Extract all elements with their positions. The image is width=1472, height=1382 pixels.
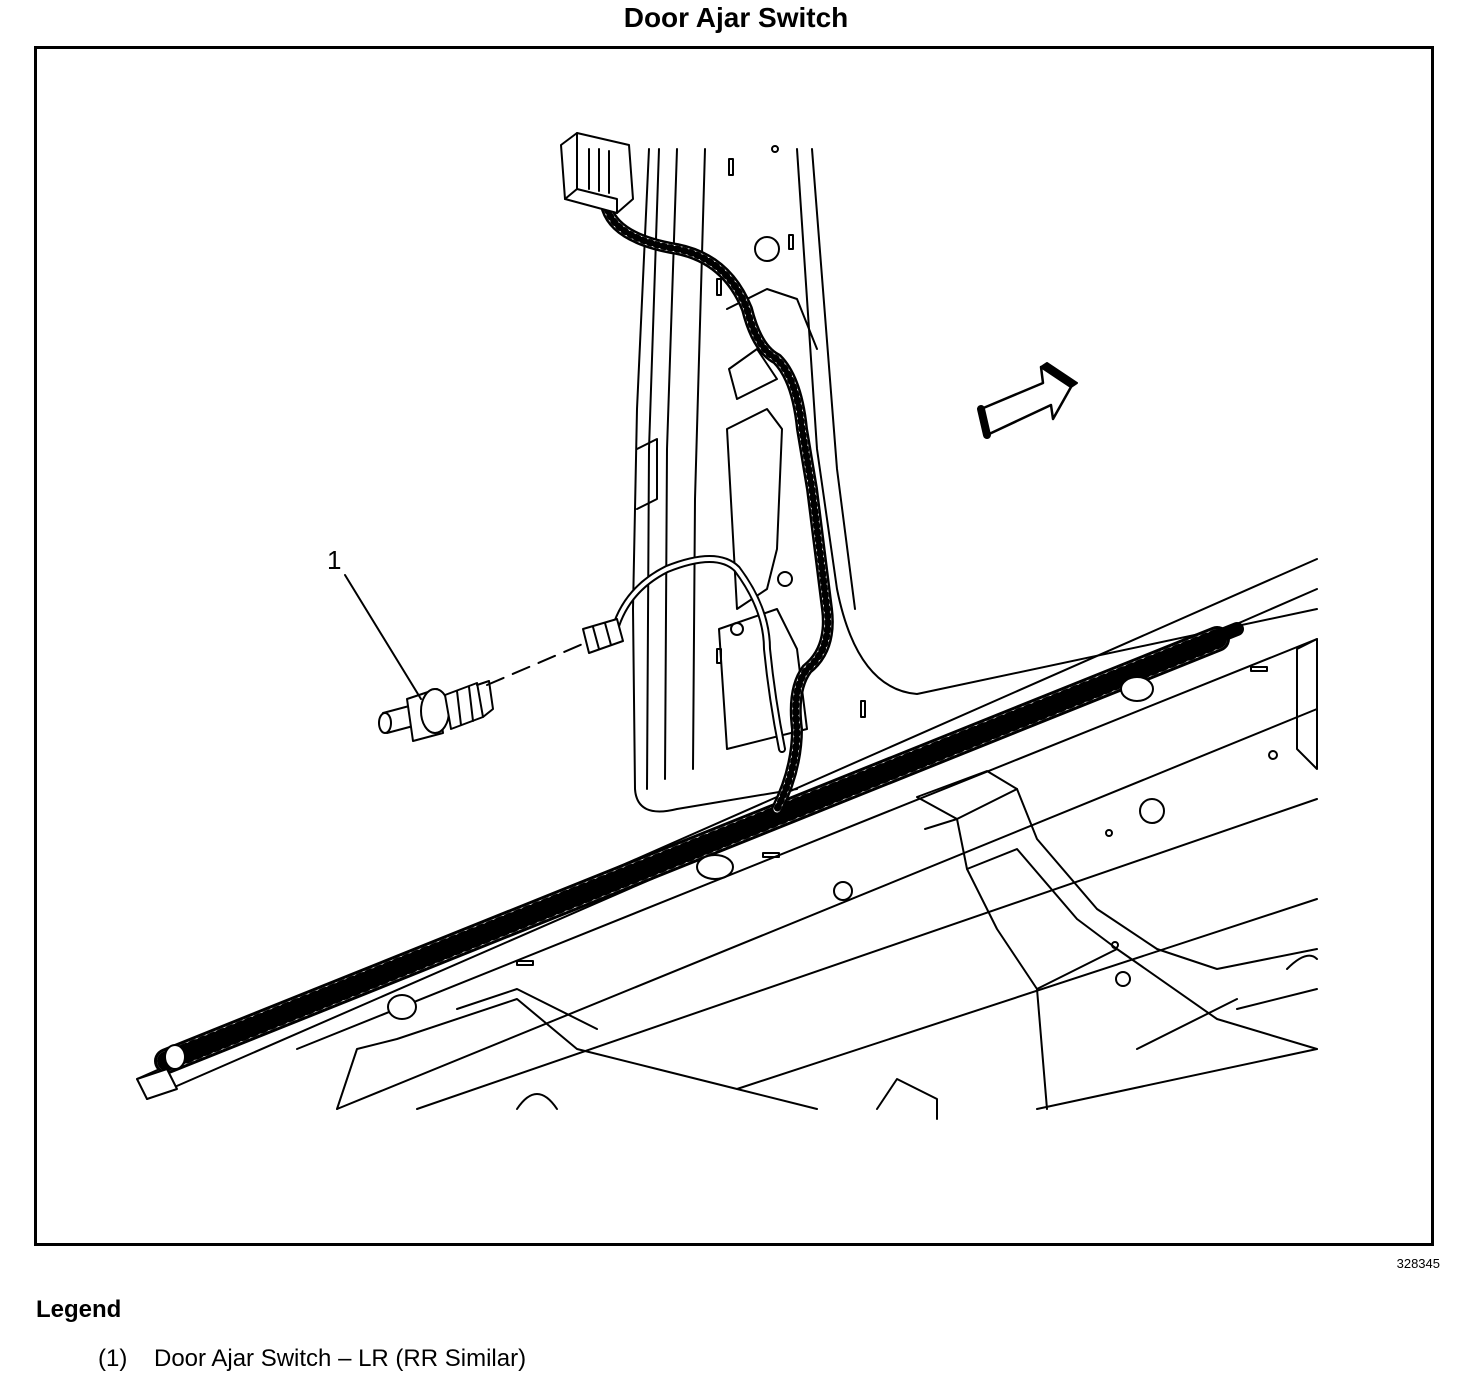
switch-pigtail [582, 555, 786, 753]
pillar-connector-icon [560, 132, 634, 214]
alignment-line [486, 642, 586, 686]
rocker-panel [136, 558, 1318, 1110]
pillar-harness [601, 203, 834, 815]
floor-crossmember [336, 638, 1318, 1120]
door-ajar-switch-icon [378, 680, 494, 742]
b-pillar [632, 145, 1318, 813]
forward-arrow-icon [977, 362, 1078, 439]
callout-1: 1 [327, 545, 341, 575]
door-ajar-switch-illustration: 1 [136, 132, 1318, 1120]
figure-id: 328345 [1396, 1256, 1440, 1271]
callout-leader-1 [344, 574, 422, 700]
legend-heading: Legend [36, 1296, 122, 1323]
legend-item: (1) Door Ajar Switch – LR (RR Similar) [98, 1345, 526, 1373]
sill-harness-conduit [136, 622, 1244, 1100]
page-title: Door Ajar Switch [623, 2, 849, 33]
diagram-frame: 1 [34, 46, 1434, 1246]
legend-item-number: (1) [98, 1345, 128, 1372]
legend-item-text: Door Ajar Switch – LR (RR Similar) [154, 1345, 527, 1372]
